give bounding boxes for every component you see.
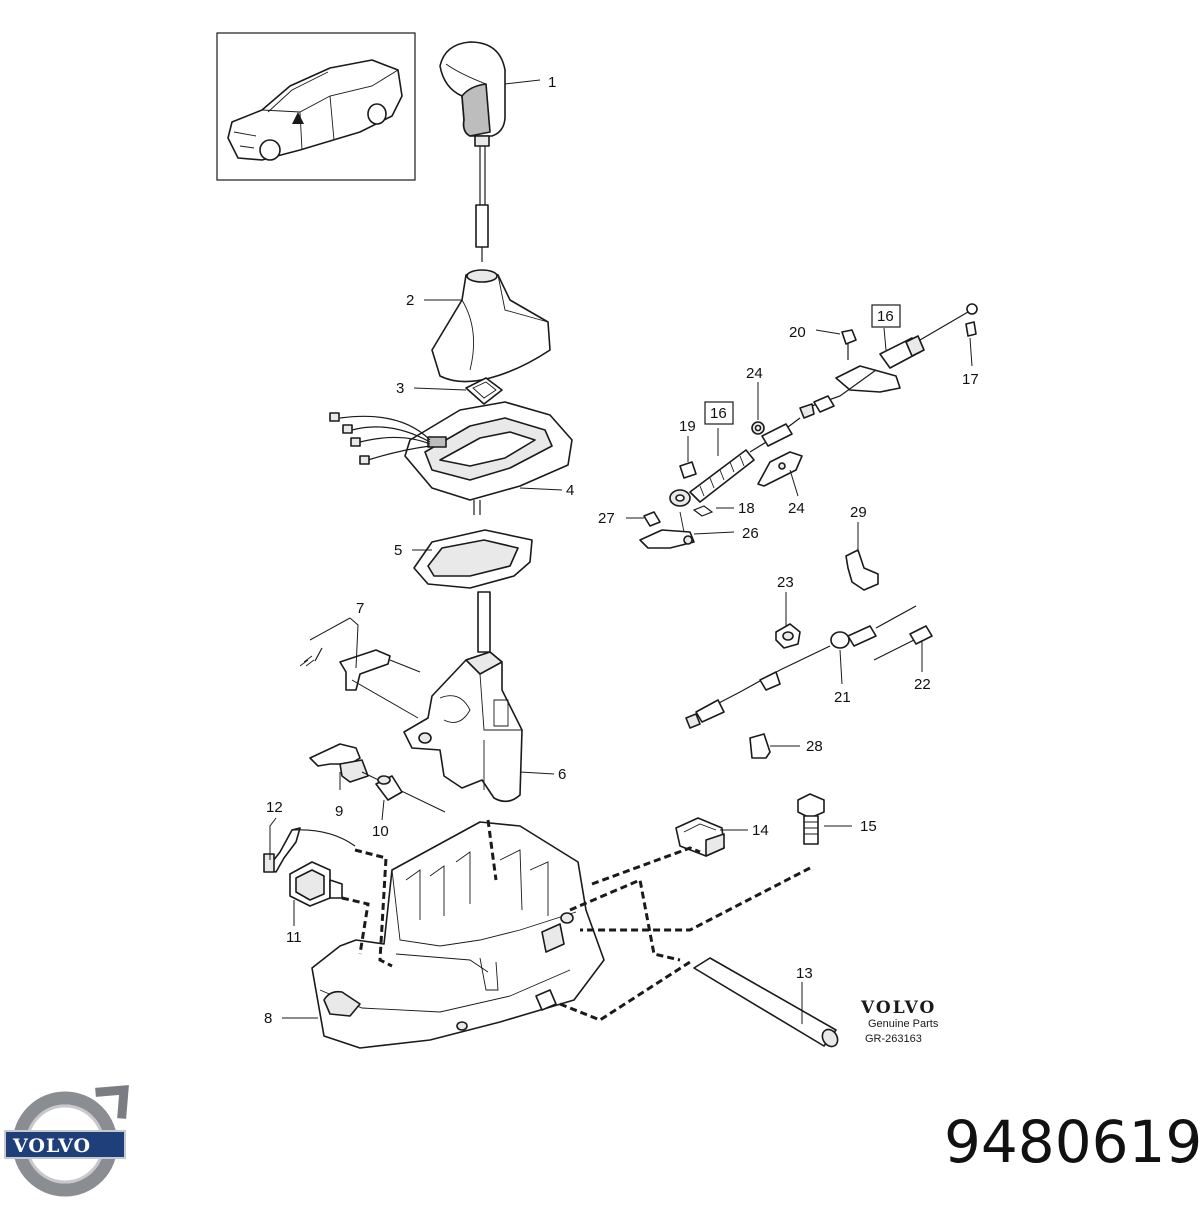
callout-15: 15 <box>860 818 877 835</box>
callout-14: 14 <box>752 822 769 839</box>
callout-8: 8 <box>264 1010 272 1027</box>
part-2-shift-boot <box>431 269 551 383</box>
brand-caption: Genuine Parts <box>868 1018 939 1030</box>
part-7-lock-lever <box>299 647 421 719</box>
drawing-reference: GR-263163 <box>865 1033 922 1045</box>
part-5-inner-frame <box>413 529 533 589</box>
callout-2: 2 <box>406 292 414 309</box>
part-8-base-housing <box>311 821 605 1049</box>
callout-7: 7 <box>356 600 364 617</box>
callout-24-upper: 24 <box>746 365 763 382</box>
part-1-gear-knob <box>439 41 506 262</box>
callout-11: 11 <box>286 929 302 946</box>
part-18-clip <box>692 505 714 517</box>
part-12-bracket <box>263 827 356 873</box>
callout-16-lower-box: 16 <box>704 401 734 425</box>
callout-18: 18 <box>738 500 755 517</box>
part-10-plug <box>375 775 403 801</box>
part-24-bracket <box>757 451 803 487</box>
callout-24-lower: 24 <box>788 500 805 517</box>
callout-21: 21 <box>834 689 851 706</box>
part-26-bracket <box>639 511 695 549</box>
part-14-connector <box>675 817 725 857</box>
part-29-clip <box>845 549 879 591</box>
part-20-screw <box>841 329 857 360</box>
part-23-grommet <box>775 623 801 649</box>
callout-4: 4 <box>566 482 574 499</box>
brand-mark-small: VOLVO <box>860 998 936 1018</box>
part-16-cable-lower <box>669 417 801 507</box>
callout-27: 27 <box>598 510 615 527</box>
callout-labels: 1 2 3 4 5 6 7 8 9 10 11 12 13 14 15 16 1… <box>264 74 979 1027</box>
callout-16-upper: 16 <box>877 308 894 325</box>
part-17-clip <box>965 321 977 337</box>
callout-28: 28 <box>806 738 823 755</box>
callout-10: 10 <box>372 823 389 840</box>
callout-12: 12 <box>266 799 283 816</box>
callout-1: 1 <box>548 74 556 91</box>
part-3-seal-ring <box>465 377 503 405</box>
part-4-cover-panel <box>404 401 573 515</box>
callout-9: 9 <box>335 803 343 820</box>
part-19-cap <box>679 461 697 479</box>
car-locator-icon <box>227 59 403 161</box>
car-locator-inset <box>216 32 416 181</box>
part-27-nut <box>643 511 661 527</box>
part-16-cable-upper <box>799 303 978 419</box>
brand-caption-block: VOLVO Genuine Parts GR-263163 <box>860 998 939 1045</box>
volvo-logo-icon: VOLVO <box>4 1085 129 1197</box>
callout-13: 13 <box>796 965 813 982</box>
callout-5: 5 <box>394 542 402 559</box>
callout-23: 23 <box>777 574 794 591</box>
part-24-upper-clip <box>751 421 765 435</box>
part-15-bolt <box>797 793 825 845</box>
callout-17: 17 <box>962 371 979 388</box>
callout-16-lower: 16 <box>710 405 727 422</box>
callout-22: 22 <box>914 676 931 693</box>
callout-19: 19 <box>679 418 696 435</box>
callout-20: 20 <box>789 324 806 341</box>
part-21-cable-lower <box>685 605 917 729</box>
logo-text: VOLVO <box>12 1135 91 1157</box>
part-28-clip <box>749 733 771 759</box>
callout-6: 6 <box>558 766 566 783</box>
callout-16-upper-box: 16 <box>871 304 901 328</box>
part-11-sensor <box>289 861 343 907</box>
part-number: 9480619 <box>944 1108 1200 1176</box>
leader-lines <box>269 79 973 1024</box>
callout-29: 29 <box>850 504 867 521</box>
part-22-pin <box>873 625 933 661</box>
part-4-wiring-harness <box>329 412 431 465</box>
part-9-solenoid-bracket <box>309 743 446 813</box>
callout-26: 26 <box>742 525 759 542</box>
part-13-tube <box>693 957 839 1048</box>
callout-3: 3 <box>396 380 404 397</box>
assembly-dashed-lines <box>341 819 811 1022</box>
part-6-selector-lever <box>403 591 523 803</box>
